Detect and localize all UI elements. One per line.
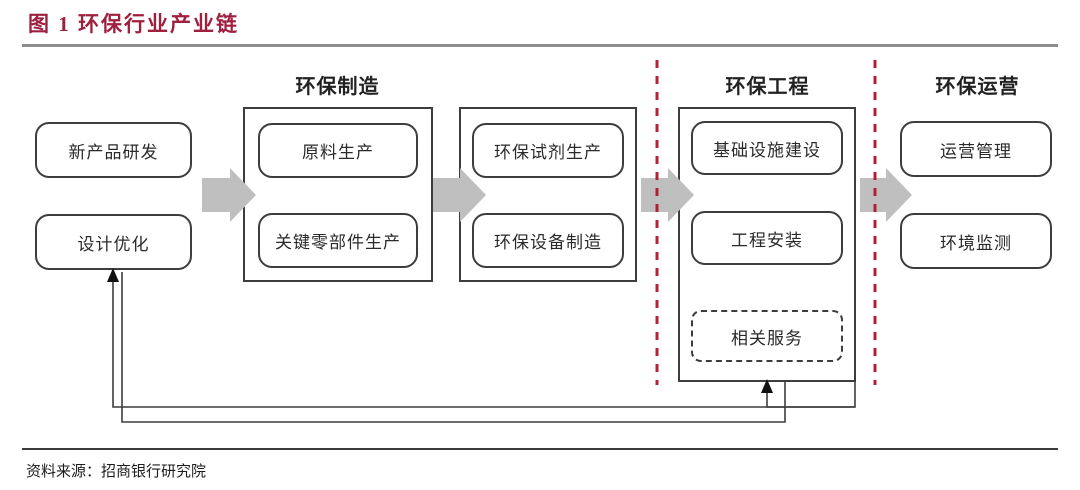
node-design-optimization[interactable]: 设计优化	[35, 214, 192, 270]
footer-divider-rule	[22, 448, 1058, 450]
node-infrastructure-construction[interactable]: 基础设施建设	[691, 121, 843, 175]
node-environmental-equipment-manufacturing[interactable]: 环保设备制造	[472, 213, 624, 268]
feedback-arrowhead-design-optimization	[107, 268, 119, 282]
page-title: 图 1 环保行业产业链	[28, 12, 239, 36]
node-new-product-rnd[interactable]: 新产品研发	[35, 122, 192, 178]
node-key-component-production[interactable]: 关键零部件生产	[258, 213, 418, 268]
arrow-engineering-to-operations	[860, 168, 912, 222]
node-related-services[interactable]: 相关服务	[691, 310, 843, 362]
node-environmental-reagent-production[interactable]: 环保试剂生产	[472, 123, 624, 178]
title-divider-rule	[22, 44, 1058, 47]
stage-heading-engineering: 环保工程	[725, 76, 810, 98]
feedback-operations-to-engineering-path	[766, 392, 855, 408]
node-engineering-installation[interactable]: 工程安装	[691, 211, 843, 265]
node-operations-management[interactable]: 运营管理	[900, 121, 1052, 177]
stage-heading-operations: 环保运营	[935, 76, 1020, 98]
node-raw-material-production[interactable]: 原料生产	[258, 123, 418, 178]
node-environmental-monitoring[interactable]: 环境监测	[900, 213, 1052, 269]
source-note: 资料来源：招商银行研究院	[26, 464, 207, 480]
stage-heading-manufacturing: 环保制造	[295, 76, 380, 98]
